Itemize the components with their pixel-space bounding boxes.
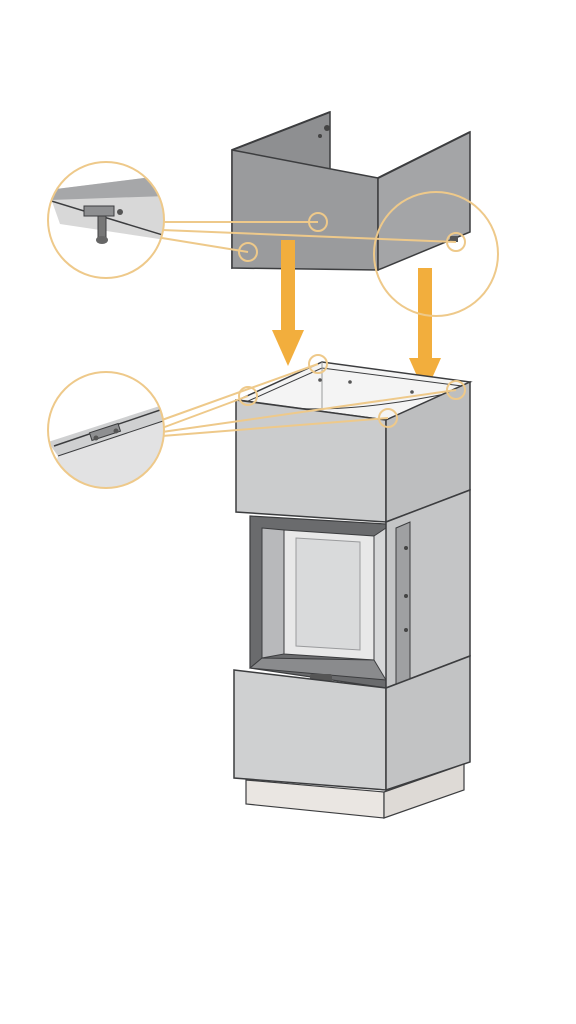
stove-body bbox=[233, 361, 473, 819]
bolt-icon bbox=[324, 125, 330, 131]
down-arrow-icon bbox=[272, 240, 304, 366]
magnifier-callout-icon bbox=[47, 371, 165, 489]
firebox-left-wall bbox=[261, 527, 285, 659]
top-frame-edge bbox=[231, 111, 331, 151]
lower-front-panel bbox=[233, 669, 387, 791]
firebox-right-glass bbox=[373, 527, 387, 682]
lower-right-panel bbox=[385, 654, 471, 792]
top-frame bbox=[231, 110, 471, 272]
magnifier-callout-icon bbox=[47, 161, 165, 279]
magnifier-callout-icon bbox=[373, 191, 499, 317]
base-plinth-right bbox=[383, 763, 465, 819]
top-frame-right-panel bbox=[377, 130, 471, 272]
firebox-back-panel bbox=[295, 537, 361, 651]
bolt-icon bbox=[318, 134, 322, 138]
target-markers bbox=[238, 212, 466, 428]
top-frame-front-panel bbox=[231, 149, 379, 271]
